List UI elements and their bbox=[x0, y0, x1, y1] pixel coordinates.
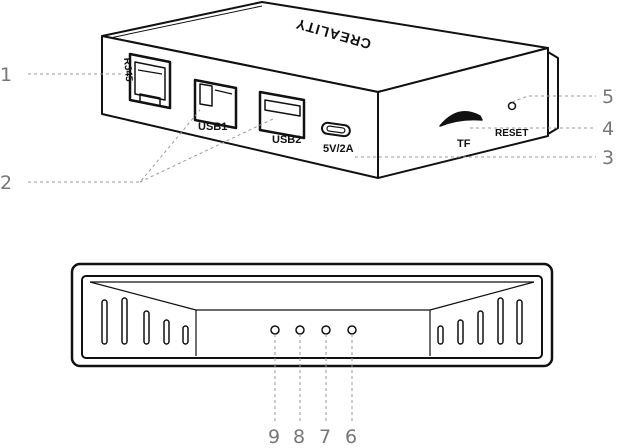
callout-1: 1 bbox=[0, 64, 12, 86]
callout-5: 5 bbox=[602, 86, 614, 108]
led-8 bbox=[296, 326, 304, 334]
usb1-label: USB1 bbox=[198, 121, 227, 133]
callout-8: 8 bbox=[293, 426, 305, 448]
led-9 bbox=[271, 326, 279, 334]
callout-7: 7 bbox=[319, 426, 331, 448]
reset-label: RESET bbox=[495, 128, 528, 139]
tf-label: TF bbox=[457, 138, 471, 150]
callout-6: 6 bbox=[345, 426, 357, 448]
usb2-label: USB2 bbox=[272, 134, 301, 146]
device-front-view bbox=[72, 264, 552, 366]
led-6 bbox=[348, 326, 356, 334]
device-side-bump bbox=[548, 52, 558, 134]
callout-2: 2 bbox=[0, 172, 12, 194]
callout-4: 4 bbox=[602, 118, 614, 140]
callout-9: 9 bbox=[268, 426, 280, 448]
rj45-label: RJ45 bbox=[121, 57, 134, 82]
front-inner-frame bbox=[82, 276, 542, 358]
front-center-panel bbox=[90, 282, 534, 310]
led-7 bbox=[322, 326, 330, 334]
power-label: 5V/2A bbox=[323, 143, 354, 155]
callout-3: 3 bbox=[602, 147, 614, 169]
